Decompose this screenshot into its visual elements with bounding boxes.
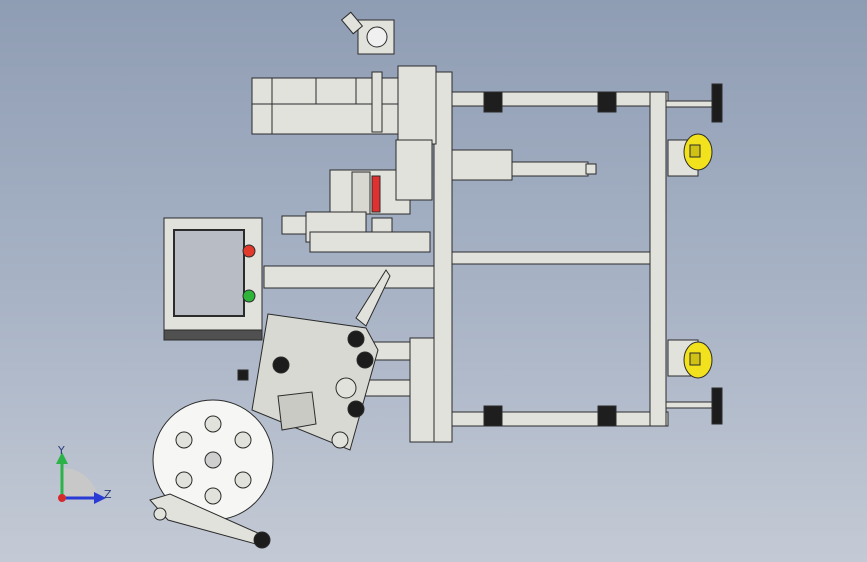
top-unit: [251, 11, 437, 145]
shafts: [263, 231, 435, 443]
main-frame: [433, 71, 669, 443]
caster-wheels: [667, 133, 713, 379]
leveling-feet: [665, 83, 723, 425]
middle-mechanism: [281, 139, 597, 243]
control-panel: [163, 217, 263, 341]
y-axis-label: Y: [57, 444, 65, 457]
label-reel: [149, 399, 274, 549]
labeling-plate: [237, 269, 391, 451]
z-axis-label: Z: [104, 488, 112, 501]
machine-assembly-icon: [149, 11, 723, 549]
coordinate-triad-icon: Y Z: [56, 444, 112, 504]
